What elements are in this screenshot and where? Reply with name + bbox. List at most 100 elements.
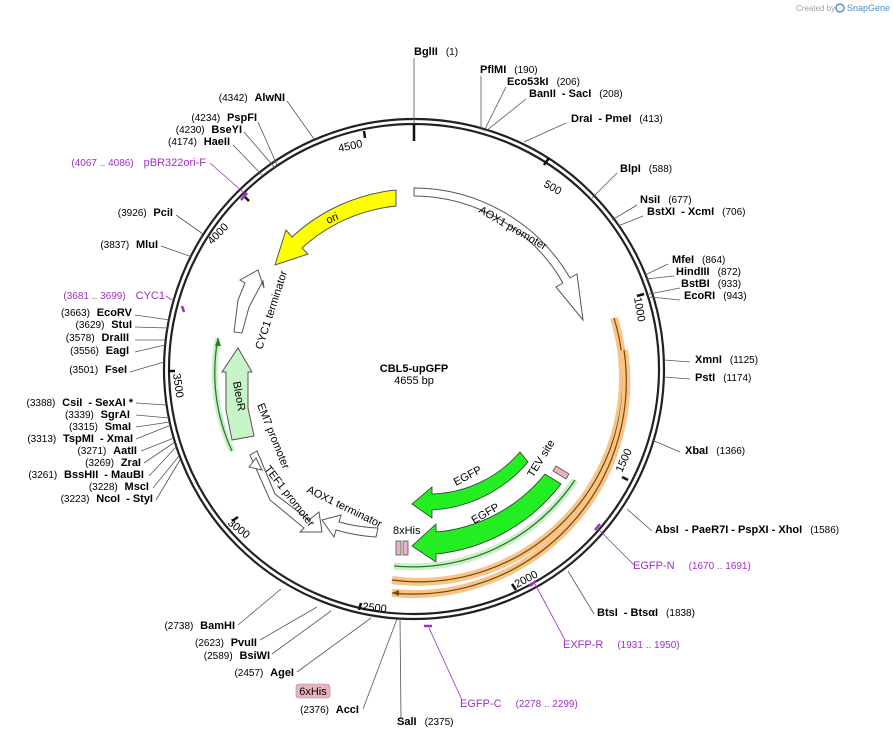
site-position: (588) — [649, 164, 672, 175]
feature-bleor[interactable] — [221, 347, 255, 441]
restriction-site[interactable]: XmnI(1125) — [695, 354, 758, 366]
restriction-site[interactable]: EcoRI(943) — [684, 290, 747, 302]
primer-name: CYC1 — [136, 290, 165, 302]
site-name-text: EcoRI(943) — [684, 290, 747, 302]
restriction-site[interactable]: (3629) StuI — [76, 319, 132, 331]
site-position: (3223) — [61, 494, 93, 505]
site-extra: - SacI — [562, 88, 591, 100]
site-position: (4234) — [191, 113, 223, 124]
restriction-site[interactable]: MfeI(864) — [672, 254, 725, 266]
site-position: (3315) — [69, 422, 101, 433]
site-position: (3556) — [70, 346, 102, 357]
restriction-site[interactable]: (3271) AatII — [77, 445, 137, 457]
restriction-site[interactable]: AbsI- PaeR7I - PspXI - XhoI(1586) — [655, 524, 839, 536]
restriction-site[interactable]: HindIII(872) — [676, 266, 741, 278]
restriction-site[interactable]: (3269) ZraI — [85, 457, 141, 469]
site-position: (2589) — [204, 651, 236, 662]
site-name: Eco53kI — [507, 76, 549, 88]
restriction-site[interactable]: (2738) BamHI — [164, 620, 235, 632]
restriction-site[interactable]: BanII- SacI(208) — [529, 88, 623, 100]
site-name-text: (4174) HaeII — [168, 136, 230, 148]
restriction-site[interactable]: (3388) CsiI- SexAI * — [26, 397, 133, 409]
restriction-site[interactable]: PflMI(190) — [480, 64, 538, 76]
feature-tev-site[interactable] — [552, 465, 570, 480]
feature-cyc1-terminator[interactable] — [233, 269, 265, 334]
primer-label[interactable]: (4067 .. 4086)pBR322ori-F — [71, 157, 206, 169]
feature-em7-tef1-promoter[interactable] — [248, 450, 323, 533]
site-name-text: XmnI(1125) — [695, 354, 758, 366]
primer-text: EGFP-C(2278 .. 2299) — [460, 698, 578, 710]
feature-egfp-lower[interactable] — [411, 473, 562, 563]
restriction-site[interactable]: BtsI- BtsαI(1838) — [597, 607, 695, 619]
site-name: DraI — [571, 113, 592, 125]
site-name-text: (4342) AlwNI — [219, 92, 285, 104]
site-position: (208) — [599, 89, 622, 100]
feature-ori[interactable] — [274, 189, 397, 266]
site-extra: - StyI — [126, 493, 153, 505]
restriction-site[interactable]: BglII(1) — [414, 46, 458, 58]
restriction-site[interactable]: (2457) AgeI — [234, 667, 294, 679]
feature-egfp-upper[interactable] — [411, 451, 529, 519]
restriction-site[interactable]: (3578) DraIII — [66, 332, 129, 344]
restriction-site[interactable]: BstBI(933) — [681, 278, 741, 290]
site-extra: - MauBI — [104, 469, 144, 481]
site-name-text: (3578) DraIII — [66, 332, 129, 344]
site-name-text: BstBI(933) — [681, 278, 741, 290]
restriction-site[interactable]: (3663) EcoRV — [61, 307, 133, 319]
restriction-site[interactable]: (2623) PvuII — [195, 637, 257, 649]
site-name: MscI — [125, 481, 149, 493]
restriction-site[interactable]: Eco53kI(206) — [507, 76, 580, 88]
restriction-site[interactable]: (3926) PciI — [118, 207, 173, 219]
primer-text: (4067 .. 4086)pBR322ori-F — [71, 157, 206, 169]
site-name-text: BtsI- BtsαI(1838) — [597, 607, 695, 619]
site-name-text: DraI- PmeI(413) — [571, 113, 663, 125]
restriction-site[interactable]: (3339) SgrAI — [65, 409, 130, 421]
site-position: (677) — [668, 195, 691, 206]
tick-label: 3500 — [170, 373, 185, 399]
primer-label[interactable]: EXFP-R(1931 .. 1950) — [563, 639, 680, 651]
restriction-site[interactable]: (4230) BseYI — [176, 124, 242, 136]
restriction-site[interactable]: (3315) SmaI — [69, 421, 131, 433]
restriction-site[interactable]: (2589) BsiWI — [204, 650, 270, 662]
site-position: (1125) — [730, 355, 758, 366]
site-position: (3313) — [27, 434, 59, 445]
primer-label[interactable]: (3681 .. 3699)CYC1 — [63, 290, 165, 302]
restriction-site[interactable]: (4342) AlwNI — [219, 92, 285, 104]
restriction-site[interactable]: XbaI(1366) — [685, 445, 745, 457]
restriction-site[interactable]: (3313) TspMI- XmaI — [27, 433, 133, 445]
site-name: NsiI — [640, 194, 660, 206]
feature-8xhis-tags[interactable] — [395, 540, 409, 556]
restriction-site[interactable]: DraI- PmeI(413) — [571, 113, 663, 125]
site-name-text: HindIII(872) — [676, 266, 741, 278]
restriction-site[interactable]: (4234) PspFI — [191, 112, 257, 124]
6xhis-badge[interactable]: 6xHis — [295, 683, 331, 699]
restriction-site[interactable]: BlpI(588) — [620, 163, 672, 175]
primer-label[interactable]: EGFP-C(2278 .. 2299) — [460, 698, 578, 710]
restriction-site[interactable]: PstI(1174) — [695, 372, 751, 384]
restriction-site[interactable]: (3556) EagI — [70, 345, 129, 357]
restriction-site[interactable]: (3261) BssHII- MauBI — [28, 469, 144, 481]
restriction-site[interactable]: (4174) HaeII — [168, 136, 230, 148]
site-name-text: (3315) SmaI — [69, 421, 131, 433]
restriction-site[interactable]: (3837) MluI — [100, 239, 158, 251]
site-name: AatII — [113, 445, 137, 457]
restriction-site[interactable]: (3223) NcoI- StyI — [61, 493, 153, 505]
site-position: (4230) — [176, 125, 208, 136]
restriction-site[interactable]: SalI(2375) — [397, 716, 453, 728]
restriction-site[interactable]: (3501) FseI — [69, 364, 127, 376]
restriction-site[interactable]: (3228) MscI — [89, 481, 149, 493]
site-name: HaeII — [204, 136, 230, 148]
site-name-text: (3269) ZraI — [85, 457, 141, 469]
restriction-site[interactable]: BstXI- XcmI(706) — [647, 206, 746, 218]
site-name: SgrAI — [101, 409, 130, 421]
restriction-site[interactable]: (2376) AccI — [300, 704, 359, 716]
tick-mark — [357, 602, 363, 611]
site-name-text: (3629) StuI — [76, 319, 132, 331]
site-name-text: (2623) PvuII — [195, 637, 257, 649]
site-name-text: (4234) PspFI — [191, 112, 257, 124]
site-position: (1586) — [810, 525, 839, 536]
restriction-site[interactable]: NsiI (677) — [640, 194, 692, 206]
feature-aox1-promoter[interactable] — [413, 187, 584, 322]
feature-aox1-terminator[interactable] — [321, 514, 379, 539]
primer-label[interactable]: EGFP-N(1670 .. 1691) — [633, 560, 751, 572]
